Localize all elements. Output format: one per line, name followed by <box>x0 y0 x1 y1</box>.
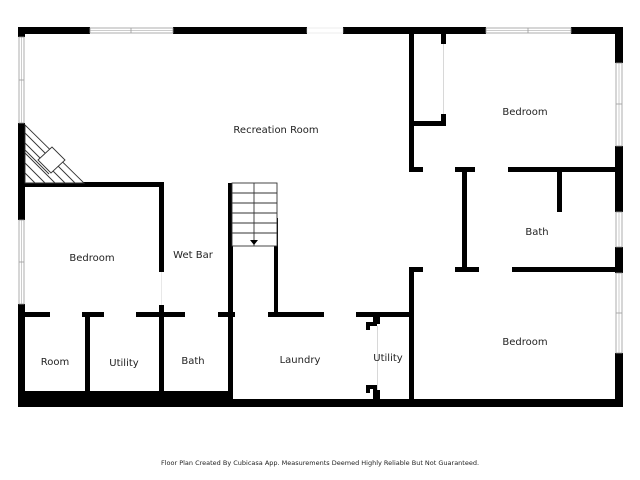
label-bath-south: Bath <box>181 356 204 367</box>
label-recreation-room: Recreation Room <box>233 125 318 136</box>
label-utility-east: Utility <box>373 353 402 364</box>
label-bath-east: Bath <box>525 227 548 238</box>
windows <box>18 27 623 354</box>
label-bedroom-west: Bedroom <box>69 253 114 264</box>
central-stairs <box>231 182 278 247</box>
interior-walls <box>22 30 618 403</box>
label-bedroom-northeast: Bedroom <box>502 107 547 118</box>
label-laundry: Laundry <box>280 355 321 366</box>
label-room-small: Room <box>41 357 69 368</box>
stair-direction-arrow-icon <box>250 240 258 245</box>
label-wet-bar: Wet Bar <box>173 250 214 261</box>
corner-stairs <box>24 123 86 184</box>
room-labels: Recreation Room Bedroom Bath Bedroom Bed… <box>41 107 549 369</box>
footer-disclaimer: Floor Plan Created By Cubicasa App. Meas… <box>160 459 480 467</box>
label-bedroom-southeast: Bedroom <box>502 337 547 348</box>
exterior-walls <box>18 27 623 407</box>
label-utility-west: Utility <box>109 358 138 369</box>
